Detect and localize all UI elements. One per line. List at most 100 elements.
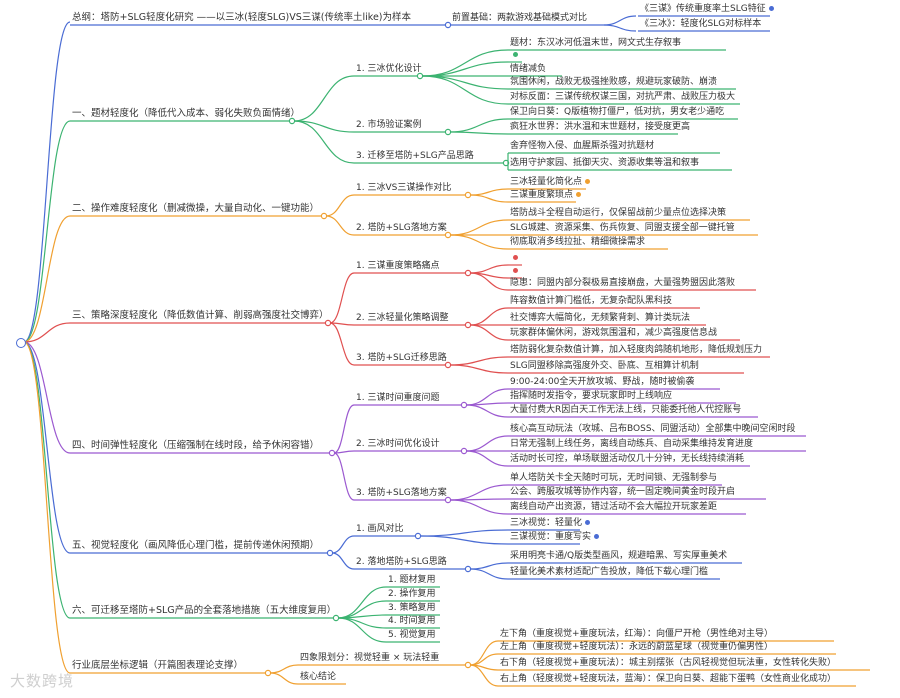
summary-leaf[interactable]: 《三冰》：轻度化SLG对标样本: [640, 18, 761, 30]
link-sub-leaf: [421, 75, 509, 105]
node-text: 塔防弱化复杂数值计算，加入轻度肉鸽随机地形，降低规划压力: [510, 345, 763, 355]
marker-dot-icon: [585, 520, 591, 525]
leaf-node[interactable]: 9:00-24:00全天开放攻城、野战，随时被偷袭: [510, 376, 694, 388]
leaf-node[interactable]: 1. 题材复用: [388, 574, 435, 586]
node-text: 2. 三冰轻量化策略调整: [356, 313, 449, 323]
leaf-node[interactable]: 三谋视觉：重度写实: [510, 531, 600, 543]
node-text: 五、视觉轻度化（画风降低心理门槛，提前传递休闲预期）: [72, 540, 320, 551]
link-sub-leaf: [465, 404, 509, 418]
leaf-node[interactable]: 选用守护家园、抵御天灾、资源收集等温和叙事: [510, 157, 699, 169]
node-connector: [464, 269, 472, 277]
sub-node[interactable]: 四象限划分：视觉轻重 × 玩法轻重: [300, 652, 439, 664]
link-pre-leaf: [603, 15, 637, 26]
leaf-node[interactable]: 三谋重度繁琐点: [510, 189, 582, 201]
leaf-node[interactable]: 题材：东汉冰河低温末世，网文式生存叙事: [510, 37, 681, 49]
leaf-node[interactable]: [510, 49, 518, 61]
branch-node[interactable]: 四、时间弹性轻度化（压缩强制在线时段，给予休闲容错）: [72, 440, 319, 452]
summary-node[interactable]: 总纲：塔防+SLG轻度化研究 ——以三冰(轻度SLG)VS三谋(传统率土like…: [72, 12, 411, 24]
leaf-node[interactable]: 塔防弱化复杂数值计算，加入轻度肉鸽随机地形，降低规划压力: [510, 344, 762, 356]
sub-node[interactable]: 2. 落地塔防+SLG思路: [356, 556, 447, 568]
leaf-node[interactable]: 氛围休闲，战败无极强挫败感，规避玩家破防、崩溃: [510, 76, 717, 88]
sub-node[interactable]: 2. 塔防+SLG落地方案: [356, 222, 447, 234]
node-text: 单人塔防关卡全天随时可玩，无时间锁、无强制参与: [510, 473, 718, 483]
leaf-node[interactable]: 右下角（轻度视觉+重度玩法）：城主别摆张（古风轻视觉但玩法重，女性转化失败）: [500, 657, 836, 669]
leaf-node[interactable]: 隐患：同盟内部分裂极易直接崩盘，大量强势盟因此落败: [510, 277, 735, 289]
leaf-node[interactable]: SLG同盟移除高强度外交、卧底、互相算计机制: [510, 360, 699, 372]
pre-node[interactable]: 前置基础：两款游戏基础模式对比: [452, 12, 587, 24]
leaf-node[interactable]: 轻量化美术素材适配广告投放，降低下载心理门槛: [510, 566, 708, 578]
sub-node[interactable]: 1. 三谋重度策略痛点: [356, 260, 439, 272]
leaf-node[interactable]: 情绪减负: [510, 63, 546, 75]
sub-node[interactable]: 核心结论: [300, 671, 336, 683]
node-text: 氛围休闲，战败无极强挫败感，规避玩家破防、崩溃: [510, 77, 718, 87]
leaf-node[interactable]: 日常无强制上线任务，离线自动练兵、自动采集维持发育进度: [510, 438, 753, 450]
sub-node[interactable]: 1. 三谋时间重度问题: [356, 392, 439, 404]
leaf-node[interactable]: 左下角（重度视觉+重度玩法，红海）：向僵尸开枪（男性绝对主导）: [500, 628, 773, 640]
sub-node[interactable]: 1. 画风对比: [356, 523, 403, 535]
node-text: 三冰轻量化简化点: [510, 177, 583, 187]
sub-node[interactable]: 3. 塔防+SLG落地方案: [356, 487, 447, 499]
leaf-node[interactable]: 三冰轻量化简化点: [510, 176, 591, 188]
leaf-node[interactable]: 活动时长可控，单场联盟活动仅几十分钟，无长线持续消耗: [510, 453, 744, 465]
leaf-node[interactable]: 三冰视觉：轻量化: [510, 517, 591, 529]
leaf-node[interactable]: 公会、跨服攻城等协作内容，统一固定晚间黄金时段开启: [510, 486, 735, 498]
leaf-node[interactable]: 左上角（重度视觉+轻度玩法）：永远的蔚蓝星球（视觉重仍偏男性）: [500, 641, 773, 653]
marker-dot-icon: [768, 6, 774, 11]
node-text: 1. 画风对比: [356, 524, 404, 534]
node-text: 1. 三谋时间重度问题: [356, 393, 440, 403]
leaf-node[interactable]: 3. 策略复用: [388, 602, 435, 614]
branch-node[interactable]: 二、操作难度轻度化（删减微操，大量自动化、一键功能）: [72, 203, 319, 215]
leaf-node[interactable]: 5. 视觉复用: [388, 629, 435, 641]
leaf-node[interactable]: 舍弃怪物入侵、血腥厮杀强对抗题材: [510, 140, 654, 152]
leaf-node[interactable]: 核心高互动玩法（攻城、吕布BOSS、同盟活动）全部集中晚间空闲时段: [510, 423, 796, 435]
node-connector: [464, 321, 472, 329]
branch-node[interactable]: 行业底层坐标逻辑（开篇图表理论支撑）: [72, 660, 243, 672]
leaf-node[interactable]: 塔防战斗全程自动运行，仅保留战前少量点位选择决策: [510, 207, 726, 219]
sub-node[interactable]: 3. 迁移至塔防+SLG产品思路: [356, 150, 474, 162]
node-text: 1. 三冰VS三谋操作对比: [356, 183, 452, 193]
sub-node[interactable]: 1. 三冰VS三谋操作对比: [356, 182, 451, 194]
leaf-node[interactable]: 玩家群体偏休闲，游戏氛围温和，减少高强度信息战: [510, 327, 717, 339]
sub-node[interactable]: 1. 三冰优化设计: [356, 63, 421, 75]
leaf-node[interactable]: 2. 操作复用: [388, 588, 435, 600]
branch-node[interactable]: 一、题材轻度化（降低代入成本、弱化失败负面情绪）: [72, 108, 300, 120]
leaf-node[interactable]: 采用明亮卡通/Q版类型画风，规避暗黑、写实厚重美术: [510, 550, 727, 562]
branch-node[interactable]: 六、可迁移至塔防+SLG产品的全套落地措施（五大维度复用）: [72, 605, 336, 617]
leaf-node[interactable]: SLG城建、资源采集、伤兵恢复、同盟支援全部一键托管: [510, 222, 735, 234]
leaf-node[interactable]: 4. 时间复用: [388, 615, 435, 627]
sub-node[interactable]: 2. 市场验证案例: [356, 119, 421, 131]
leaf-node[interactable]: 疯狂水世界：洪水温和末世题材，接受度更高: [510, 121, 690, 133]
leaf-node[interactable]: 离线自动产出资源，错过活动不会大幅拉开玩家差距: [510, 501, 717, 513]
link-root-branch: [23, 215, 71, 343]
leaf-node[interactable]: [510, 252, 518, 264]
marker-dot-icon: [594, 534, 600, 539]
leaf-node[interactable]: 右上角（轻度视觉+轻度玩法，蓝海）：保卫向日葵、超能下蛋鸭（女性商业化成功）: [500, 673, 836, 685]
node-text: 3. 策略复用: [388, 603, 436, 613]
node-connector: [464, 661, 472, 669]
leaf-node[interactable]: 单人塔防关卡全天随时可玩，无时间锁、无强制参与: [510, 472, 717, 484]
link-sub-leaf: [469, 307, 509, 326]
branch-node[interactable]: 三、策略深度轻度化（降低数值计算、削弱高强度社交博弈）: [72, 310, 329, 322]
leaf-node[interactable]: 对标反面：三谋传统权谋三国，对抗严肃、战败压力极大: [510, 91, 735, 103]
link-sub-leaf: [449, 356, 509, 366]
node-text: 三、策略深度轻度化（降低数值计算、削弱高强度社交博弈）: [72, 310, 329, 321]
node-text: 指挥随时发指令，要求玩家即时上线响应: [510, 391, 673, 401]
leaf-node[interactable]: [510, 265, 518, 277]
leaf-node[interactable]: 社交博弈大幅简化，无频繁背刺、算计类玩法: [510, 312, 690, 324]
leaf-node[interactable]: 彻底取消多线拉扯、精细微操需求: [510, 236, 645, 248]
link-root-branch: [23, 322, 71, 343]
root-node[interactable]: [16, 338, 26, 348]
sub-node[interactable]: 2. 三冰轻量化策略调整: [356, 312, 448, 324]
summary-leaf[interactable]: 《三谋》传统重度率土SLG特征: [640, 3, 774, 15]
link-sub-leaf: [421, 75, 509, 90]
leaf-node[interactable]: 指挥随时发指令，要求玩家即时上线响应: [510, 390, 672, 402]
branch-node[interactable]: 五、视觉轻度化（画风降低心理门槛，提前传递休闲预期）: [72, 540, 319, 552]
leaf-node[interactable]: 阵容数值计算门槛低，无复杂配队黑科技: [510, 295, 672, 307]
node-text: 一、题材轻度化（降低代入成本、弱化失败负面情绪）: [72, 108, 301, 119]
leaf-node[interactable]: 保卫向日葵：Q版植物打僵尸，低对抗，男女老少通吃: [510, 106, 724, 118]
sub-node[interactable]: 3. 塔防+SLG迁移思路: [356, 352, 447, 364]
leaf-node[interactable]: 大量付费大R因白天工作无法上线，只能委托他人代控账号: [510, 404, 741, 416]
sub-node[interactable]: 2. 三冰时间优化设计: [356, 438, 439, 450]
link-sub-leaf: [469, 194, 509, 203]
